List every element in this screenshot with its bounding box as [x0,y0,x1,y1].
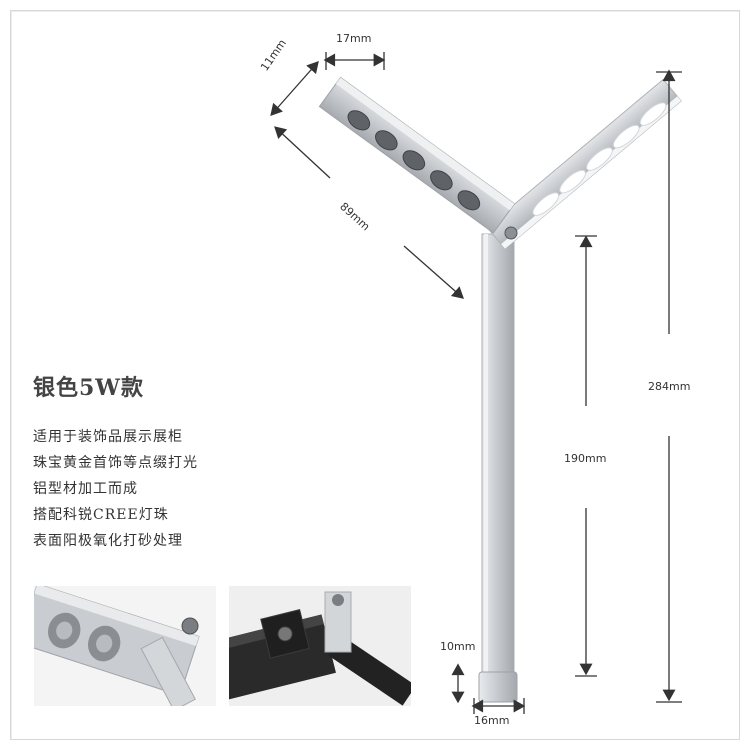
dim-head-width: 17mm [336,32,372,45]
detail-photo-black [229,586,411,706]
screw-icon [181,617,199,635]
product-title: 银色5W款 [33,375,145,401]
feature-list: 适用于装饰品展示展柜 珠宝黄金首饰等点缀打光 铝型材加工而成 搭配科锐CREE灯… [33,424,198,554]
feature-item: 珠宝黄金首饰等点缀打光 [33,455,198,471]
dim-base-width: 16mm [474,714,510,727]
feature-item: 搭配科锐CREE灯珠 [33,507,169,523]
pole [481,233,515,675]
feature-item: 表面阳极氧化打砂处理 [33,533,183,549]
dim-total-height: 284mm [648,380,691,393]
base [478,671,518,703]
led-beads-right [532,102,667,216]
feature-item: 铝型材加工而成 [33,481,138,497]
dim-pole-height: 190mm [564,452,607,465]
detail-photo-silver [34,586,216,706]
led-beads-left [347,110,481,211]
right-arm [486,78,682,250]
dimension-lines [270,52,682,714]
screw-icon [504,226,518,240]
dim-base-height: 10mm [440,640,476,653]
left-arm [318,76,516,234]
feature-item: 适用于装饰品展示展柜 [33,429,183,445]
